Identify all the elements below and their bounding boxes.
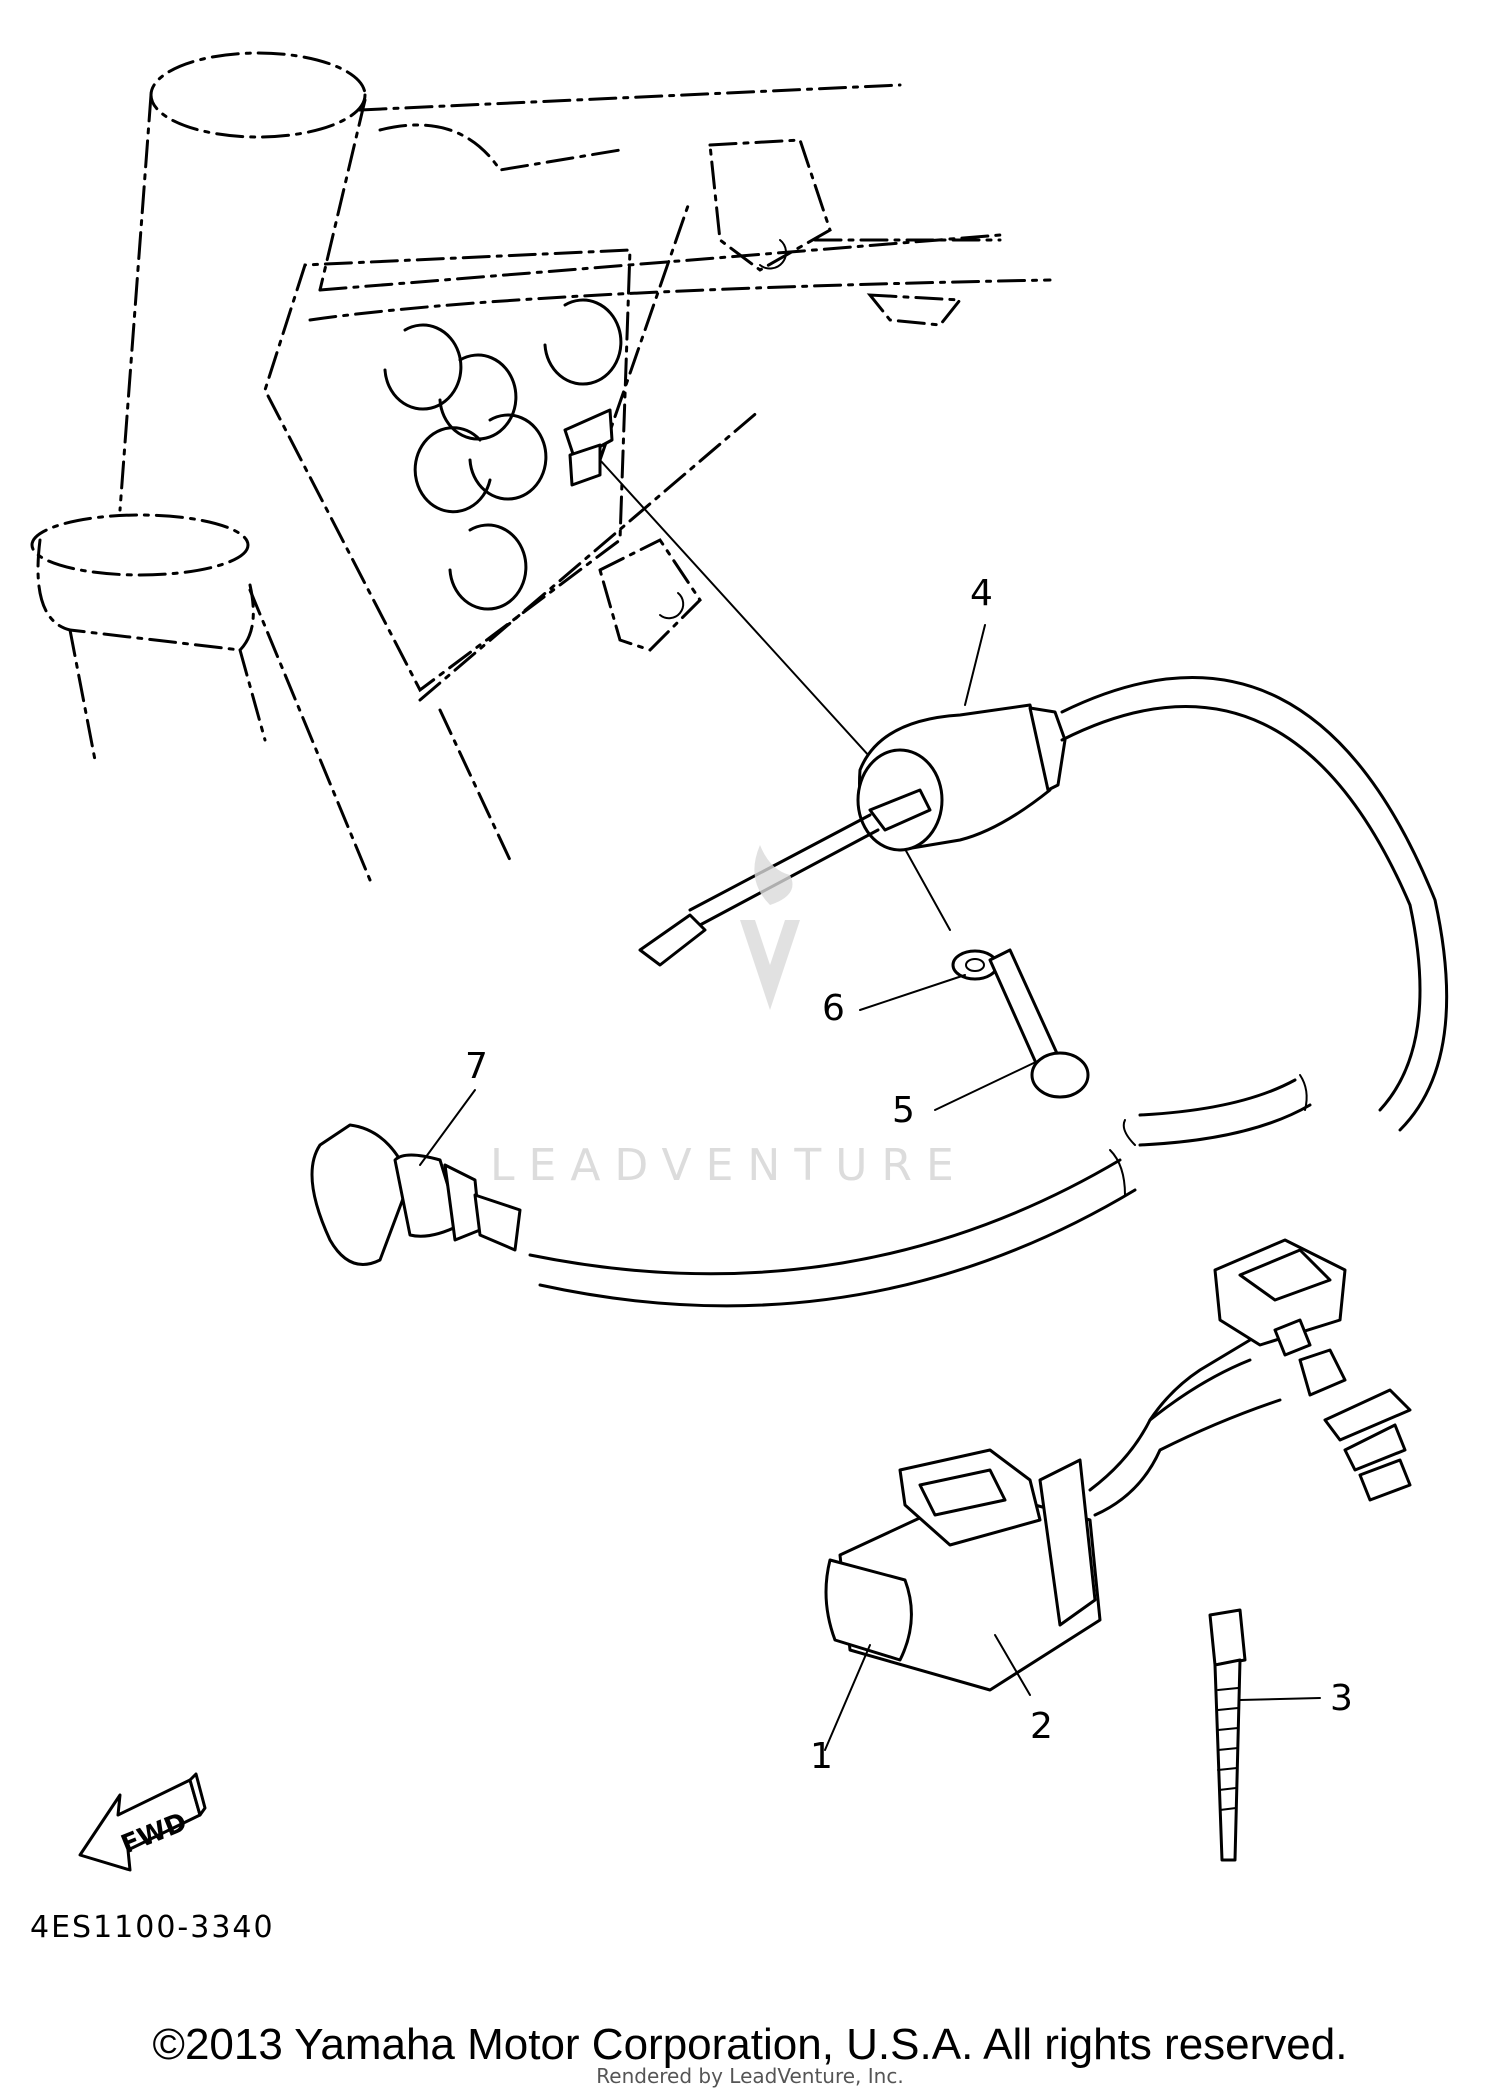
assembly-leader-line-2 [899,839,951,931]
ignition-coil [638,703,1067,967]
callout-leaders [419,624,1321,1751]
spark-plug-cap [310,1123,522,1266]
frame-outline [30,51,1052,882]
callout-3: 3 [1330,1678,1353,1719]
callout-6: 6 [822,988,845,1029]
watermark-logo-icon [740,920,800,1010]
callout-2: 2 [1030,1706,1053,1747]
watermark-text: LEADVENTURE [490,1140,968,1191]
cdi-bracket [1038,1458,1097,1627]
copyright-notice: ©2013 Yamaha Motor Corporation, U.S.A. A… [152,2020,1348,2069]
fwd-arrow: FWD [78,1772,207,1872]
cdi-unit [824,1448,1102,1692]
watermark: LEADVENTURE [490,845,968,1191]
callout-7: 7 [465,1046,488,1087]
callout-5: 5 [892,1090,915,1131]
callout-4: 4 [970,573,993,614]
flame-icon [754,845,793,905]
callout-1: 1 [810,1736,833,1777]
wiring-harness [1088,1238,1412,1517]
screw [988,948,1090,1099]
diagram-part-code: 4ES1100-3340 [30,1910,275,1945]
rendered-by-notice: Rendered by LeadVenture, Inc. [596,2064,904,2088]
assembly-leader-line [599,459,901,791]
cable-tie [1208,1608,1247,1862]
washer [951,949,999,981]
high-tension-cord [528,676,1449,1308]
